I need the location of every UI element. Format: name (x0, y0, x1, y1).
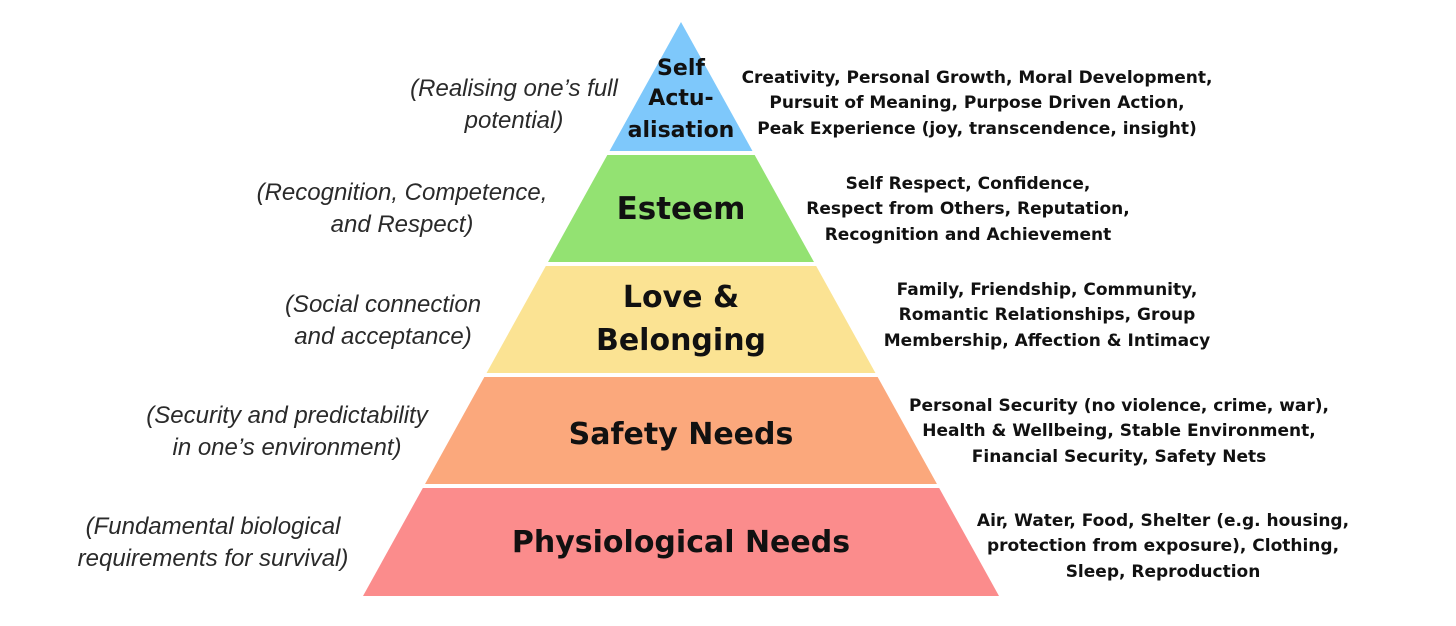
tier-descriptions: (Realising one’s full potential) (Recognit… (78, 75, 619, 572)
tier-esteem (548, 155, 814, 262)
tier-examples-esteem: Recognition and Achievement (825, 225, 1112, 245)
pyramid-tiers (363, 22, 999, 596)
tier-description-esteem: (Recognition, Competence, (257, 179, 548, 206)
tier-physiological (363, 488, 999, 596)
tier-description-physiological: (Fundamental biological (86, 513, 341, 540)
tier-description-esteem: and Respect) (331, 211, 474, 238)
tier-description-safety: (Security and predictability (146, 402, 429, 429)
tier-examples-self-actualisation: Peak Experience (joy, transcendence, ins… (757, 119, 1197, 139)
tier-examples-esteem: Respect from Others, Reputation, (806, 199, 1129, 219)
tier-safety (425, 377, 937, 484)
tier-examples-love-belonging: Membership, Affection & Intimacy (884, 331, 1211, 351)
tier-examples-physiological: Sleep, Reproduction (1066, 562, 1261, 582)
tier-description-love-belonging: (Social connection (285, 291, 481, 318)
tier-examples-self-actualisation: Pursuit of Meaning, Purpose Driven Actio… (769, 93, 1184, 113)
tier-examples-love-belonging: Family, Friendship, Community, (897, 280, 1198, 300)
tier-description-safety: in one’s environment) (172, 434, 401, 461)
tier-examples-esteem: Self Respect, Confidence, (846, 174, 1091, 194)
tier-self-actualisation (609, 22, 753, 151)
tier-examples-safety: Financial Security, Safety Nets (972, 447, 1266, 467)
tier-label-physiological: Physiological Needs (512, 525, 850, 560)
tier-description-self-actualisation: (Realising one’s full (410, 75, 618, 102)
tier-examples-safety: Health & Wellbeing, Stable Environment, (922, 421, 1315, 441)
tier-examples: Creativity, Personal Growth, Moral Devel… (742, 68, 1350, 582)
tier-label-love-belonging: Belonging (596, 323, 766, 358)
tier-description-love-belonging: and acceptance) (294, 323, 471, 350)
tier-examples-safety: Personal Security (no violence, crime, w… (909, 396, 1329, 416)
tier-examples-physiological: protection from exposure), Clothing, (987, 536, 1339, 556)
tier-label-safety: Safety Needs (569, 417, 794, 452)
tier-label-self-actualisation: Self (657, 56, 705, 81)
tier-examples-love-belonging: Romantic Relationships, Group (899, 305, 1196, 325)
tier-label-self-actualisation: Actu- (648, 86, 713, 111)
tier-label-esteem: Esteem (617, 191, 746, 227)
tier-label-self-actualisation: alisation (628, 118, 735, 143)
tier-examples-self-actualisation: Creativity, Personal Growth, Moral Devel… (742, 68, 1213, 88)
tier-description-physiological: requirements for survival) (78, 545, 349, 572)
tier-love-belonging (486, 266, 876, 373)
tier-label-love-belonging: Love & (623, 280, 739, 315)
tier-examples-physiological: Air, Water, Food, Shelter (e.g. housing, (977, 511, 1349, 531)
tier-description-self-actualisation: potential) (464, 107, 564, 134)
